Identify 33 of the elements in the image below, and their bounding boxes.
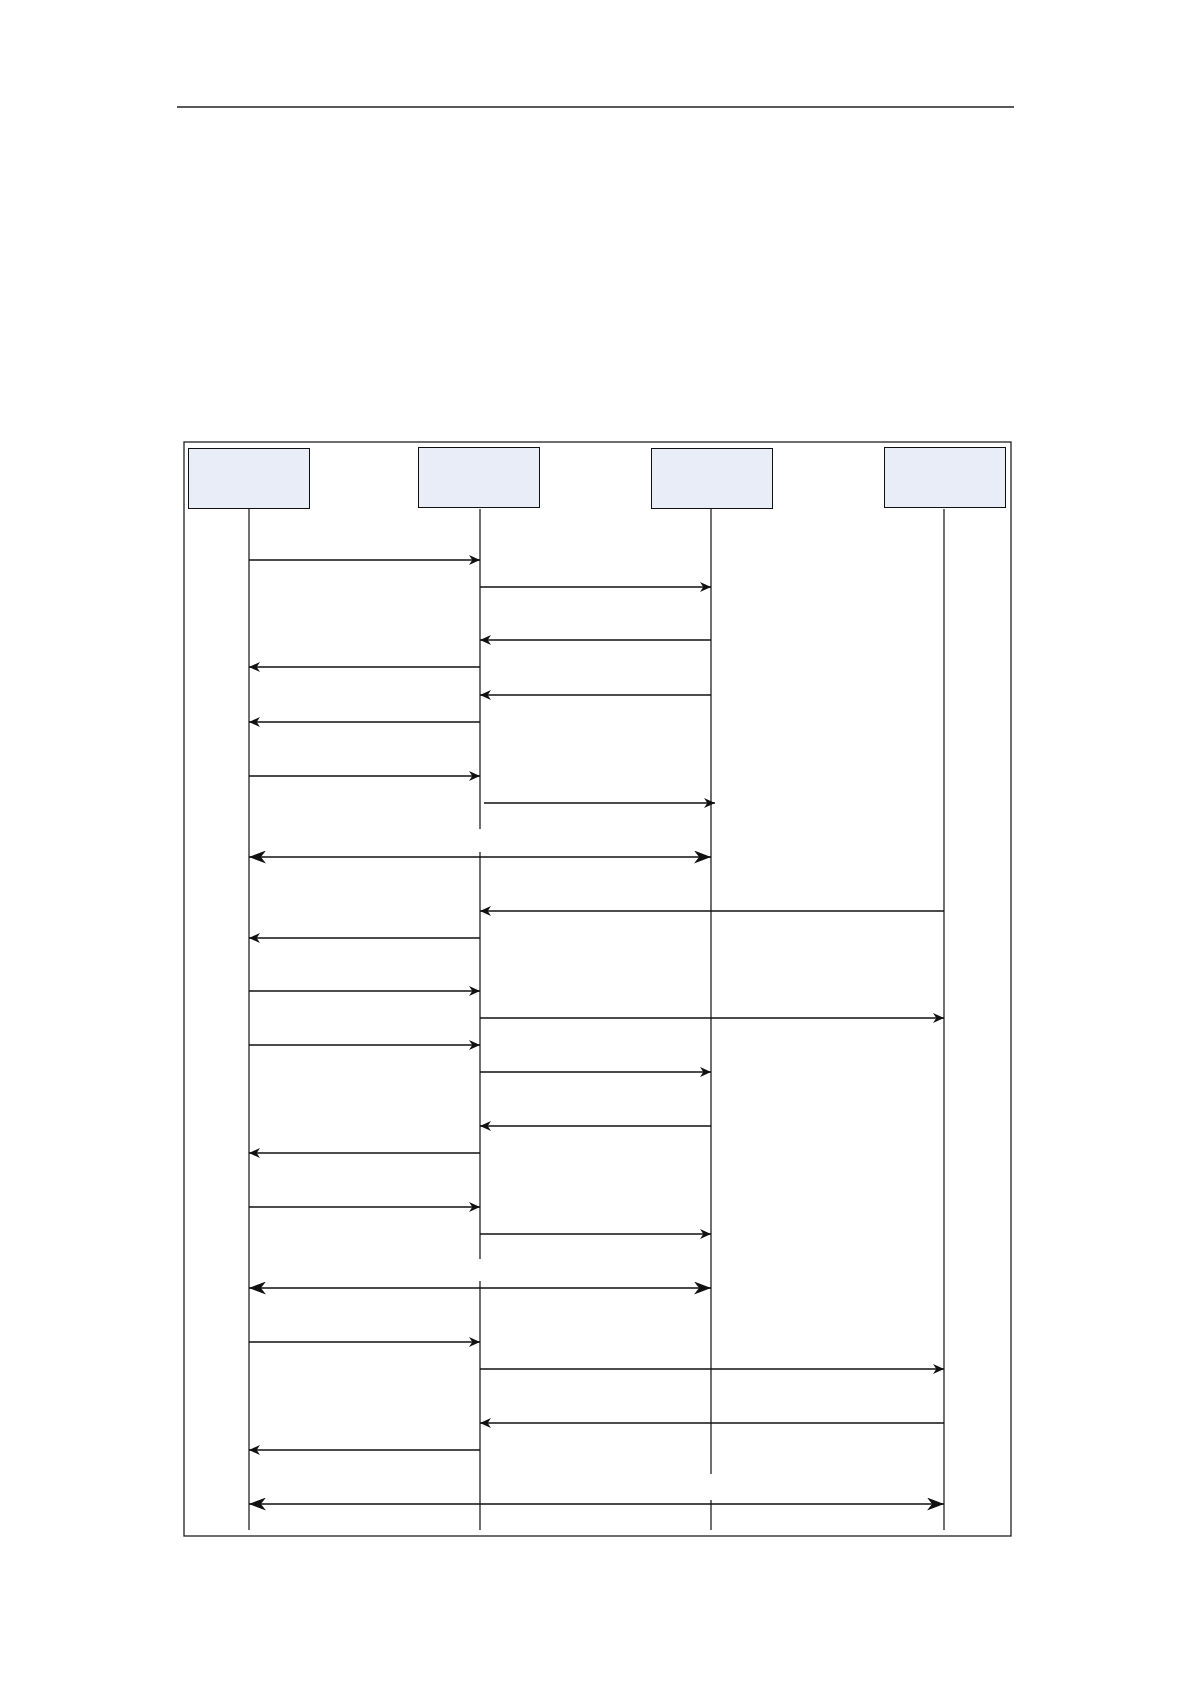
message-arrow (479, 1418, 945, 1428)
lifeline (248, 509, 250, 1530)
participant-box (418, 447, 540, 508)
message-arrow (248, 1281, 712, 1295)
message-arrow (479, 1364, 945, 1374)
message-arrow (248, 850, 712, 864)
message-arrow (483, 798, 716, 808)
message-arrow (479, 690, 712, 700)
message-arrow (479, 635, 712, 645)
message-arrow (479, 582, 712, 592)
participant-box (651, 448, 773, 509)
message-arrow (248, 986, 481, 996)
message-arrow (479, 1121, 712, 1131)
message-arrow (248, 1040, 481, 1050)
message-arrow (248, 555, 481, 565)
participant-box (884, 447, 1006, 508)
message-arrow (479, 906, 945, 916)
message-arrow (248, 1445, 481, 1455)
message-arrow (248, 1148, 481, 1158)
message-arrow (248, 1202, 481, 1212)
message-arrow (248, 662, 481, 672)
message-arrow (479, 1013, 945, 1023)
lifeline (479, 509, 481, 1530)
message-arrow (479, 1067, 712, 1077)
message-arrow (248, 1497, 945, 1511)
message-arrow (479, 1229, 712, 1239)
message-arrow (248, 771, 481, 781)
message-arrow (248, 717, 481, 727)
participant-box (188, 448, 310, 509)
message-arrow (248, 933, 481, 943)
lifeline (943, 509, 945, 1530)
message-arrow (248, 1337, 481, 1347)
lifeline (710, 509, 712, 1530)
